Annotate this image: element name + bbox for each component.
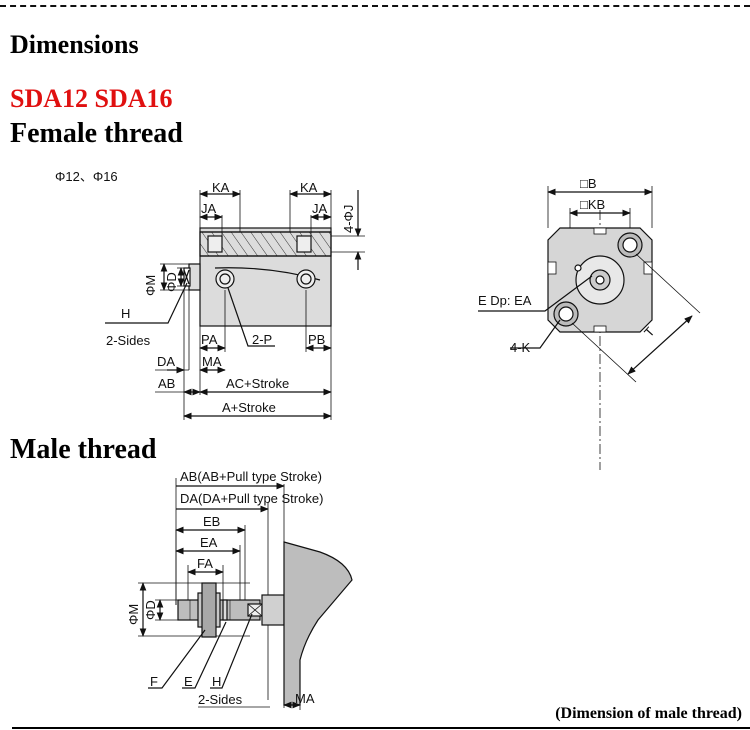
b-label: □B bbox=[580, 176, 597, 191]
male-eb-label: EB bbox=[203, 514, 220, 529]
female-thread-heading: Female thread bbox=[10, 118, 183, 149]
male-m-label: ΦM bbox=[126, 604, 141, 625]
k-label: 4-K bbox=[510, 340, 531, 355]
m-label: ΦM bbox=[143, 275, 158, 296]
kb-label: □KB bbox=[580, 197, 605, 212]
da-label: DA bbox=[157, 354, 175, 369]
male-thread-heading: Male thread bbox=[10, 434, 157, 465]
ac-label: AC+Stroke bbox=[226, 376, 289, 391]
bottom-rule bbox=[12, 727, 750, 729]
pb-label: PB bbox=[308, 332, 325, 347]
t-label: T bbox=[641, 324, 658, 340]
model-heading: SDA12 SDA16 bbox=[10, 84, 173, 113]
male-ab-label: AB(AB+Pull type Stroke) bbox=[180, 469, 322, 484]
pa-label: PA bbox=[201, 332, 218, 347]
male-f-label: F bbox=[150, 674, 158, 689]
male-e-label: E bbox=[184, 674, 193, 689]
bore-label: Φ12、Φ16 bbox=[55, 169, 118, 184]
cylinder-cover bbox=[283, 541, 353, 706]
p-label: 2-P bbox=[252, 332, 272, 347]
female-end-view bbox=[478, 186, 701, 470]
male-thread-labels: AB(AB+Pull type Stroke) DA(DA+Pull type … bbox=[126, 469, 323, 707]
ja-left-label: JA bbox=[201, 201, 217, 216]
female-side-view: Φ12、Φ16 bbox=[55, 169, 365, 420]
a-label: A+Stroke bbox=[222, 400, 276, 415]
ka-left-label: KA bbox=[212, 180, 230, 195]
male-fa-label: FA bbox=[197, 556, 213, 571]
rod-boss bbox=[261, 594, 285, 626]
female-side-labels: KA JA KA JA 4-ΦJ ΦM ΦD H 2-Sides PA 2-P … bbox=[106, 180, 356, 415]
male-da-label: DA(DA+Pull type Stroke) bbox=[180, 491, 323, 506]
ka-right-label: KA bbox=[300, 180, 318, 195]
ma-label: MA bbox=[202, 354, 222, 369]
male-ma-label: MA bbox=[295, 691, 315, 706]
j-label: 4-ΦJ bbox=[341, 205, 356, 233]
sides-label: 2-Sides bbox=[106, 333, 151, 348]
male-sides-label: 2-Sides bbox=[198, 692, 243, 707]
male-thread-view bbox=[138, 478, 353, 710]
ab-label: AB bbox=[158, 376, 175, 391]
male-ea-label: EA bbox=[200, 535, 218, 550]
male-d-label: ΦD bbox=[143, 600, 158, 620]
rod-end bbox=[188, 263, 201, 291]
male-h-label: H bbox=[212, 674, 221, 689]
female-end-labels: □B □KB E Dp: EA 4-K T bbox=[478, 176, 658, 355]
d-label: ΦD bbox=[164, 272, 179, 292]
h-label: H bbox=[121, 306, 130, 321]
port-left bbox=[215, 269, 235, 289]
ea-label: E Dp: EA bbox=[478, 293, 532, 308]
port-right bbox=[296, 269, 316, 289]
ja-right-label: JA bbox=[312, 201, 328, 216]
top-dashed-rule bbox=[0, 5, 750, 7]
male-dimension-caption: (Dimension of male thread) bbox=[555, 705, 742, 722]
dimensions-heading: Dimensions bbox=[10, 30, 139, 59]
